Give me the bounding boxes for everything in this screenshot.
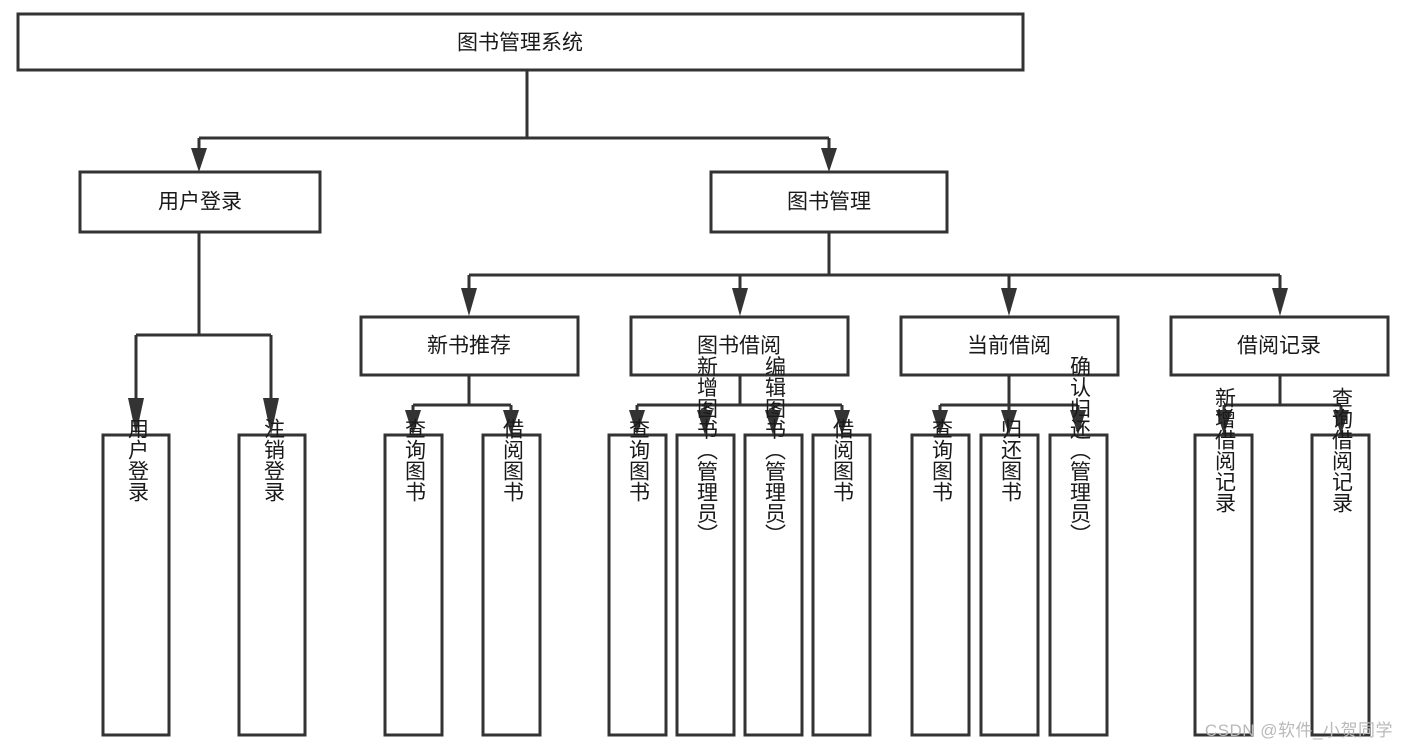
arrowhead-borrow [732, 288, 748, 316]
arrowhead-user-login [191, 148, 207, 172]
leaf-user-login-0-box[interactable] [101, 433, 171, 737]
node-book-borrow-box[interactable] [629, 315, 850, 377]
arrowhead-userlogin-leaf-1 [263, 398, 279, 435]
leaf-current-borrow-2[interactable]: 确认归还（管理员） [1048, 356, 1109, 737]
arrowhead-userlogin-leaf-0 [128, 398, 144, 435]
arrowhead-record-leaf-0 [1216, 410, 1232, 435]
arrowhead-borrow-leaf-0 [629, 410, 645, 435]
node-book-borrow[interactable]: 图书借阅 [629, 315, 850, 377]
leaf-book-borrow-1-box[interactable] [675, 433, 736, 737]
leaf-borrow-record-1[interactable]: 查询借阅记录 [1310, 387, 1371, 737]
leaf-borrow-record-0[interactable]: 新增借阅记录 [1193, 387, 1254, 737]
node-current-borrow-box[interactable] [899, 315, 1120, 377]
node-new-book-recommend-box[interactable] [359, 315, 580, 377]
arrowhead-record [1272, 288, 1288, 316]
leaf-new-book-0[interactable]: 查询图书 [383, 418, 444, 737]
leaf-book-borrow-1[interactable]: 新增图书（管理员） [675, 356, 736, 737]
leaf-borrow-record-1-label: 查询借阅记录 [1329, 387, 1353, 513]
node-borrow-record-label: 借阅记录 [1237, 335, 1321, 358]
leaf-new-book-1-label: 借阅图书 [500, 418, 524, 502]
node-new-book-recommend[interactable]: 新书推荐 [359, 315, 580, 377]
leaf-new-book-0-label: 查询图书 [402, 418, 426, 502]
arrowhead-current-leaf-0 [932, 410, 948, 435]
leaf-new-book-1-box[interactable] [481, 433, 542, 737]
arrowhead-borrow-leaf-1 [697, 410, 713, 435]
leaf-current-borrow-2-label: 确认归还（管理员） [1067, 356, 1091, 545]
arrowhead-newbook [461, 288, 477, 316]
leaf-borrow-record-0-label: 新增借阅记录 [1212, 387, 1236, 513]
leaf-borrow-record-1-box[interactable] [1310, 433, 1371, 737]
node-root-box[interactable] [16, 12, 1025, 72]
arrowhead-current [1001, 288, 1017, 316]
leaf-new-book-1[interactable]: 借阅图书 [481, 418, 542, 737]
arrowhead-borrow-leaf-3 [834, 410, 850, 435]
leaf-book-borrow-3-box[interactable] [811, 433, 872, 737]
node-current-borrow[interactable]: 当前借阅 [899, 315, 1120, 377]
leaf-user-login-1-box[interactable] [237, 433, 307, 737]
leaf-user-login-1-label: 注销登录 [261, 418, 285, 502]
leaf-user-login-0-label: 用户登录 [125, 418, 149, 502]
node-book-management-label: 图书管理 [787, 191, 871, 214]
leaf-book-borrow-0[interactable]: 查询图书 [607, 418, 668, 737]
arrowhead-current-leaf-2 [1070, 410, 1086, 435]
connector-layer [128, 70, 1349, 435]
node-borrow-record[interactable]: 借阅记录 [1169, 315, 1390, 377]
arrowhead-record-leaf-1 [1333, 410, 1349, 435]
leaf-current-borrow-2-box[interactable] [1048, 433, 1109, 737]
leaf-current-borrow-1-label: 归还图书 [998, 418, 1022, 502]
node-new-book-recommend-label: 新书推荐 [427, 335, 511, 358]
leaf-new-book-0-box[interactable] [383, 433, 444, 737]
arrowhead-borrow-leaf-2 [765, 410, 781, 435]
leaf-book-borrow-3[interactable]: 借阅图书 [811, 418, 872, 737]
arrowhead-newbook-leaf-1 [503, 410, 519, 435]
arrowhead-current-leaf-1 [1001, 410, 1017, 435]
arrowhead-book-mgmt [821, 148, 837, 172]
node-root[interactable]: 图书管理系统 [16, 12, 1025, 72]
leaf-current-borrow-0-box[interactable] [910, 433, 971, 737]
leaf-book-borrow-2[interactable]: 编辑图书（管理员） [743, 356, 804, 737]
node-user-login-box[interactable] [78, 170, 322, 234]
leaf-book-borrow-1-label: 新增图书（管理员） [694, 356, 718, 545]
node-borrow-record-box[interactable] [1169, 315, 1390, 377]
node-root-label: 图书管理系统 [457, 32, 583, 55]
node-user-login[interactable]: 用户登录 [78, 170, 322, 234]
node-book-borrow-label: 图书借阅 [697, 335, 781, 358]
arrowhead-newbook-leaf-0 [405, 410, 421, 435]
leaf-borrow-record-0-box[interactable] [1193, 433, 1254, 737]
leaf-book-borrow-0-label: 查询图书 [626, 418, 650, 502]
leaf-book-borrow-3-label: 借阅图书 [830, 418, 854, 502]
leaf-book-borrow-2-label: 编辑图书（管理员） [762, 356, 786, 545]
node-user-login-label: 用户登录 [158, 191, 242, 214]
leaf-user-login-1[interactable]: 注销登录 [237, 418, 307, 737]
node-current-borrow-label: 当前借阅 [967, 335, 1051, 358]
node-book-management[interactable]: 图书管理 [709, 170, 949, 234]
leaf-user-login-0[interactable]: 用户登录 [101, 418, 171, 737]
leaf-current-borrow-0-label: 查询图书 [929, 418, 953, 502]
leaf-book-borrow-2-box[interactable] [743, 433, 804, 737]
node-book-management-box[interactable] [709, 170, 949, 234]
leaf-current-borrow-1[interactable]: 归还图书 [979, 418, 1040, 737]
leaf-current-borrow-0[interactable]: 查询图书 [910, 418, 971, 737]
csdn-watermark: CSDN @软件_小贺同学 [1204, 721, 1393, 740]
leaf-book-borrow-0-box[interactable] [607, 433, 668, 737]
leaf-current-borrow-1-box[interactable] [979, 433, 1040, 737]
